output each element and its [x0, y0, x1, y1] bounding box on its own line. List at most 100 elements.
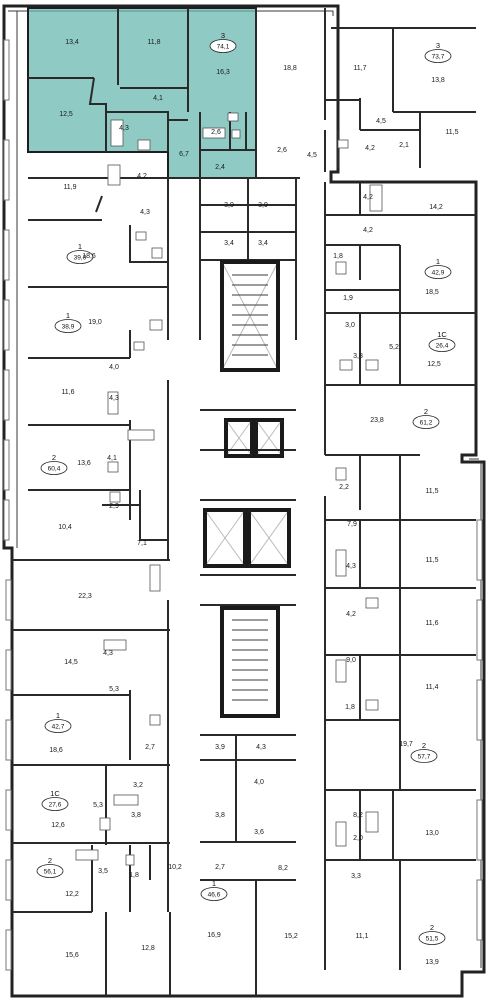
apartment-badge[interactable]: 251,5: [418, 923, 446, 945]
room-area-label: 12,2: [65, 891, 79, 898]
room-area-label: 3,8: [215, 812, 225, 819]
apartment-badge-oval: [44, 719, 72, 733]
apartment-badge[interactable]: 374,1: [209, 31, 237, 53]
room-area-label: 9,0: [346, 657, 356, 664]
room-area-label: 11,5: [425, 557, 438, 564]
apartment-badge-oval: [36, 864, 64, 878]
room-area-label: 5,3: [93, 802, 103, 809]
room-area-label: 2,1: [399, 142, 409, 149]
apartment-badge[interactable]: 146,6: [200, 879, 228, 901]
room-area-label: 3,9: [215, 744, 225, 751]
apartment-badge[interactable]: 260,4: [40, 453, 68, 475]
apartment-area: 39,0: [74, 255, 87, 262]
room-area-label: 11,5: [425, 488, 438, 495]
interior-walls: [12, 8, 476, 996]
room-area-label: 3,9: [258, 202, 268, 209]
bathroom-fixtures: [75, 139, 383, 866]
room-area-label: 4,2: [137, 173, 147, 180]
room-area-label: 3,0: [345, 322, 355, 329]
room-area-label: 13,6: [77, 460, 91, 467]
apartment-area: 51,5: [426, 936, 439, 943]
apartment-badge-oval: [410, 749, 438, 763]
room-area-label: 4,0: [109, 364, 119, 371]
apartment-badge[interactable]: 257,7: [410, 741, 438, 763]
apartment-area: 38,9: [62, 324, 75, 331]
apartment-area: 42,7: [52, 724, 65, 731]
apartment-badge-oval: [418, 931, 446, 945]
room-area-label: 13,8: [431, 77, 445, 84]
apartment-area: 46,6: [208, 892, 221, 899]
apartment-badge-oval: [66, 250, 94, 264]
room-area-label: 1,8: [333, 253, 343, 260]
room-area-label: 18,6: [49, 747, 63, 754]
room-area-label: 13,9: [425, 959, 439, 966]
room-area-label: 4,0: [254, 779, 264, 786]
highlighted-apartment[interactable]: [27, 7, 257, 179]
apartment-area: 57,7: [418, 754, 431, 761]
apartment-rooms: 2: [422, 741, 426, 750]
room-area-label: 19,0: [88, 319, 102, 326]
room-area-label: 4,3: [256, 744, 266, 751]
room-area-label: 5,2: [389, 344, 399, 351]
room-area-label: 18,8: [283, 65, 297, 72]
apartment-badge-oval: [424, 265, 452, 279]
apartment-badge-oval: [428, 338, 456, 352]
room-area-label: 2,7: [145, 744, 155, 751]
apartment-area: 74,1: [217, 44, 230, 51]
room-area-label: 4,5: [307, 152, 317, 159]
room-area-label: 8,2: [353, 812, 363, 819]
apartment-rooms: 1: [66, 311, 70, 320]
apartment-badge-oval: [200, 887, 228, 901]
room-area-label: 12,6: [51, 822, 65, 829]
apartment-badge-oval: [209, 39, 237, 53]
apartment-area: 73,7: [432, 54, 445, 61]
room-area-label: 13,4: [65, 39, 79, 46]
room-area-label: 14,2: [429, 204, 443, 211]
apartment-badge[interactable]: 139,0: [66, 242, 94, 264]
room-area-label: 11,6: [61, 389, 74, 396]
apartment-rooms: 1С: [50, 789, 60, 798]
apartment-badge[interactable]: 373,7: [424, 41, 452, 63]
room-area-label: 4,3: [109, 395, 119, 402]
apartment-badge[interactable]: 1С 27,6: [41, 789, 69, 811]
room-area-label: 11,8: [147, 39, 160, 46]
room-area-label: 14,5: [64, 659, 78, 666]
room-area-label: 3,5: [98, 868, 108, 875]
apartment-badge[interactable]: 138,9: [54, 311, 82, 333]
room-area-label: 3,6: [254, 829, 264, 836]
room-area-label: 3,8: [353, 353, 363, 360]
apartment-badge[interactable]: 261,2: [412, 407, 440, 429]
apartment-rooms: 2: [52, 453, 56, 462]
room-area-label: 1,9: [343, 295, 353, 302]
room-area-label: 13,0: [425, 830, 439, 837]
apartment-badge[interactable]: 142,7: [44, 711, 72, 733]
room-area-label: 3,4: [258, 240, 268, 247]
room-area-label: 6,7: [179, 151, 189, 158]
room-area-label: 2,7: [215, 864, 225, 871]
apartment-badge-oval: [40, 461, 68, 475]
room-area-label: 10,4: [58, 524, 72, 531]
room-area-label: 11,4: [425, 684, 438, 691]
room-area-label: 4,3: [346, 563, 356, 570]
room-area-label: 3,2: [133, 782, 143, 789]
apartment-badge[interactable]: 256,1: [36, 856, 64, 878]
room-area-label: 2,0: [353, 835, 363, 842]
apartment-badge[interactable]: 142,9: [424, 257, 452, 279]
apartment-badge-oval: [54, 319, 82, 333]
room-area-label: 4,2: [346, 611, 356, 618]
apartment-rooms: 1С: [437, 330, 447, 339]
room-area-label: 1,8: [345, 704, 355, 711]
apartment-area: 27,6: [49, 802, 62, 809]
apartment-badge-oval: [41, 797, 69, 811]
apartment-rooms: 3: [221, 31, 225, 40]
apartment-rooms: 2: [430, 923, 434, 932]
room-area-label: 16,3: [216, 69, 230, 76]
apartment-area: 60,4: [48, 466, 61, 473]
room-area-label: 3,9: [224, 202, 234, 209]
apartment-rooms: 1: [212, 879, 216, 888]
apartment-rooms: 2: [48, 856, 52, 865]
room-area-label: 12,5: [59, 111, 73, 118]
